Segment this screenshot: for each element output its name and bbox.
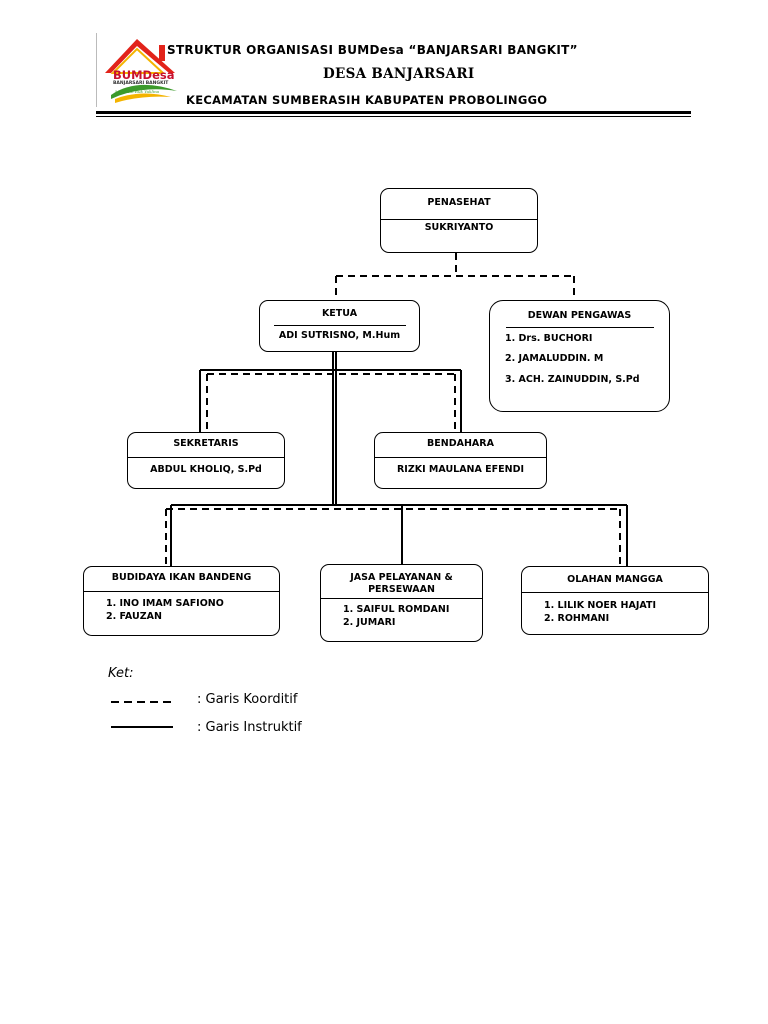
jasa-divider: [321, 598, 482, 599]
sekretaris-title: SEKRETARIS: [173, 438, 239, 449]
jasa-member-2: 2. JUMARI: [343, 617, 396, 628]
dewan-member-1: 1. Drs. BUCHORI: [505, 333, 593, 344]
header-title-line2: DESA BANJARSARI: [323, 66, 475, 82]
logo-brand: BUMDesa: [113, 68, 175, 82]
dewan-member-2: 2. JAMALUDDIN. M: [505, 353, 604, 364]
budidaya-box: BUDIDAYA IKAN BANDENG 1. INO IMAM SAFION…: [83, 566, 280, 636]
olahan-title: OLAHAN MANGGA: [567, 574, 663, 585]
bendahara-title: BENDAHARA: [427, 438, 494, 449]
sekretaris-box: SEKRETARIS ABDUL KHOLIQ, S.Pd: [127, 432, 285, 489]
bendahara-divider: [375, 457, 546, 458]
ketua-name: ADI SUTRISNO, M.Hum: [278, 330, 401, 341]
bumdesa-logo: BUMDesa BANJARSARI BANGKIT Mugirahi Ruk …: [96, 33, 183, 107]
dewan-member-3: 3. ACH. ZAINUDDIN, S.Pd: [505, 374, 640, 385]
penasehat-divider: [381, 219, 537, 220]
legend-dashed-line-icon: [111, 701, 173, 703]
legend-solid-label: : Garis Instruktif: [197, 720, 302, 735]
budidaya-member-1: 1. INO IMAM SAFIONO: [106, 598, 224, 609]
dewan-pengawas-divider: [506, 327, 654, 328]
olahan-divider: [522, 592, 708, 593]
bendahara-name: RIZKI MAULANA EFENDI: [396, 464, 525, 475]
header-title-line3: KECAMATAN SUMBERASIH KABUPATEN PROBOLING…: [186, 93, 548, 107]
penasehat-name: SUKRIYANTO: [424, 222, 494, 233]
bendahara-box: BENDAHARA RIZKI MAULANA EFENDI: [374, 432, 547, 489]
sekretaris-name: ABDUL KHOLIQ, S.Pd: [150, 464, 262, 475]
olahan-member-1: 1. LILIK NOER HAJATI: [544, 600, 656, 611]
logo-subtitle: BANJARSARI BANGKIT: [113, 81, 169, 86]
legend-dashed-label: : Garis Koorditif: [197, 692, 298, 707]
legend-heading: Ket:: [108, 666, 134, 681]
dewan-pengawas-box: DEWAN PENGAWAS 1. Drs. BUCHORI 2. JAMALU…: [489, 300, 670, 412]
logo-roof-icon: [105, 39, 175, 73]
dewan-pengawas-title: DEWAN PENGAWAS: [527, 310, 632, 321]
jasa-member-1: 1. SAIFUL ROMDANI: [343, 604, 450, 615]
ketua-box: KETUA ADI SUTRISNO, M.Hum: [259, 300, 420, 352]
olahan-member-2: 2. ROHMANI: [544, 613, 610, 624]
budidaya-divider: [84, 591, 279, 592]
budidaya-title: BUDIDAYA IKAN BANDENG: [111, 572, 252, 583]
penasehat-title: PENASEHAT: [427, 197, 491, 208]
header-rule-thin: [96, 116, 691, 117]
logo-tagline: Mugirahi Ruk Yuklina: [115, 89, 160, 94]
sekretaris-divider: [128, 457, 284, 458]
budidaya-member-2: 2. FAUZAN: [106, 611, 162, 622]
jasa-box: JASA PELAYANAN & PERSEWAAN 1. SAIFUL ROM…: [320, 564, 483, 642]
ketua-title: KETUA: [321, 308, 358, 319]
header-title-line1: STRUKTUR ORGANISASI BUMDesa “BANJARSARI …: [167, 43, 578, 57]
penasehat-box: PENASEHAT SUKRIYANTO: [380, 188, 538, 253]
header-rule-thick: [96, 111, 691, 114]
olahan-box: OLAHAN MANGGA 1. LILIK NOER HAJATI 2. RO…: [521, 566, 709, 635]
legend-solid-line-icon: [111, 726, 173, 728]
ketua-divider: [274, 325, 406, 326]
jasa-title-line1: JASA PELAYANAN &: [350, 572, 453, 583]
jasa-title-line2: PERSEWAAN: [368, 584, 435, 595]
